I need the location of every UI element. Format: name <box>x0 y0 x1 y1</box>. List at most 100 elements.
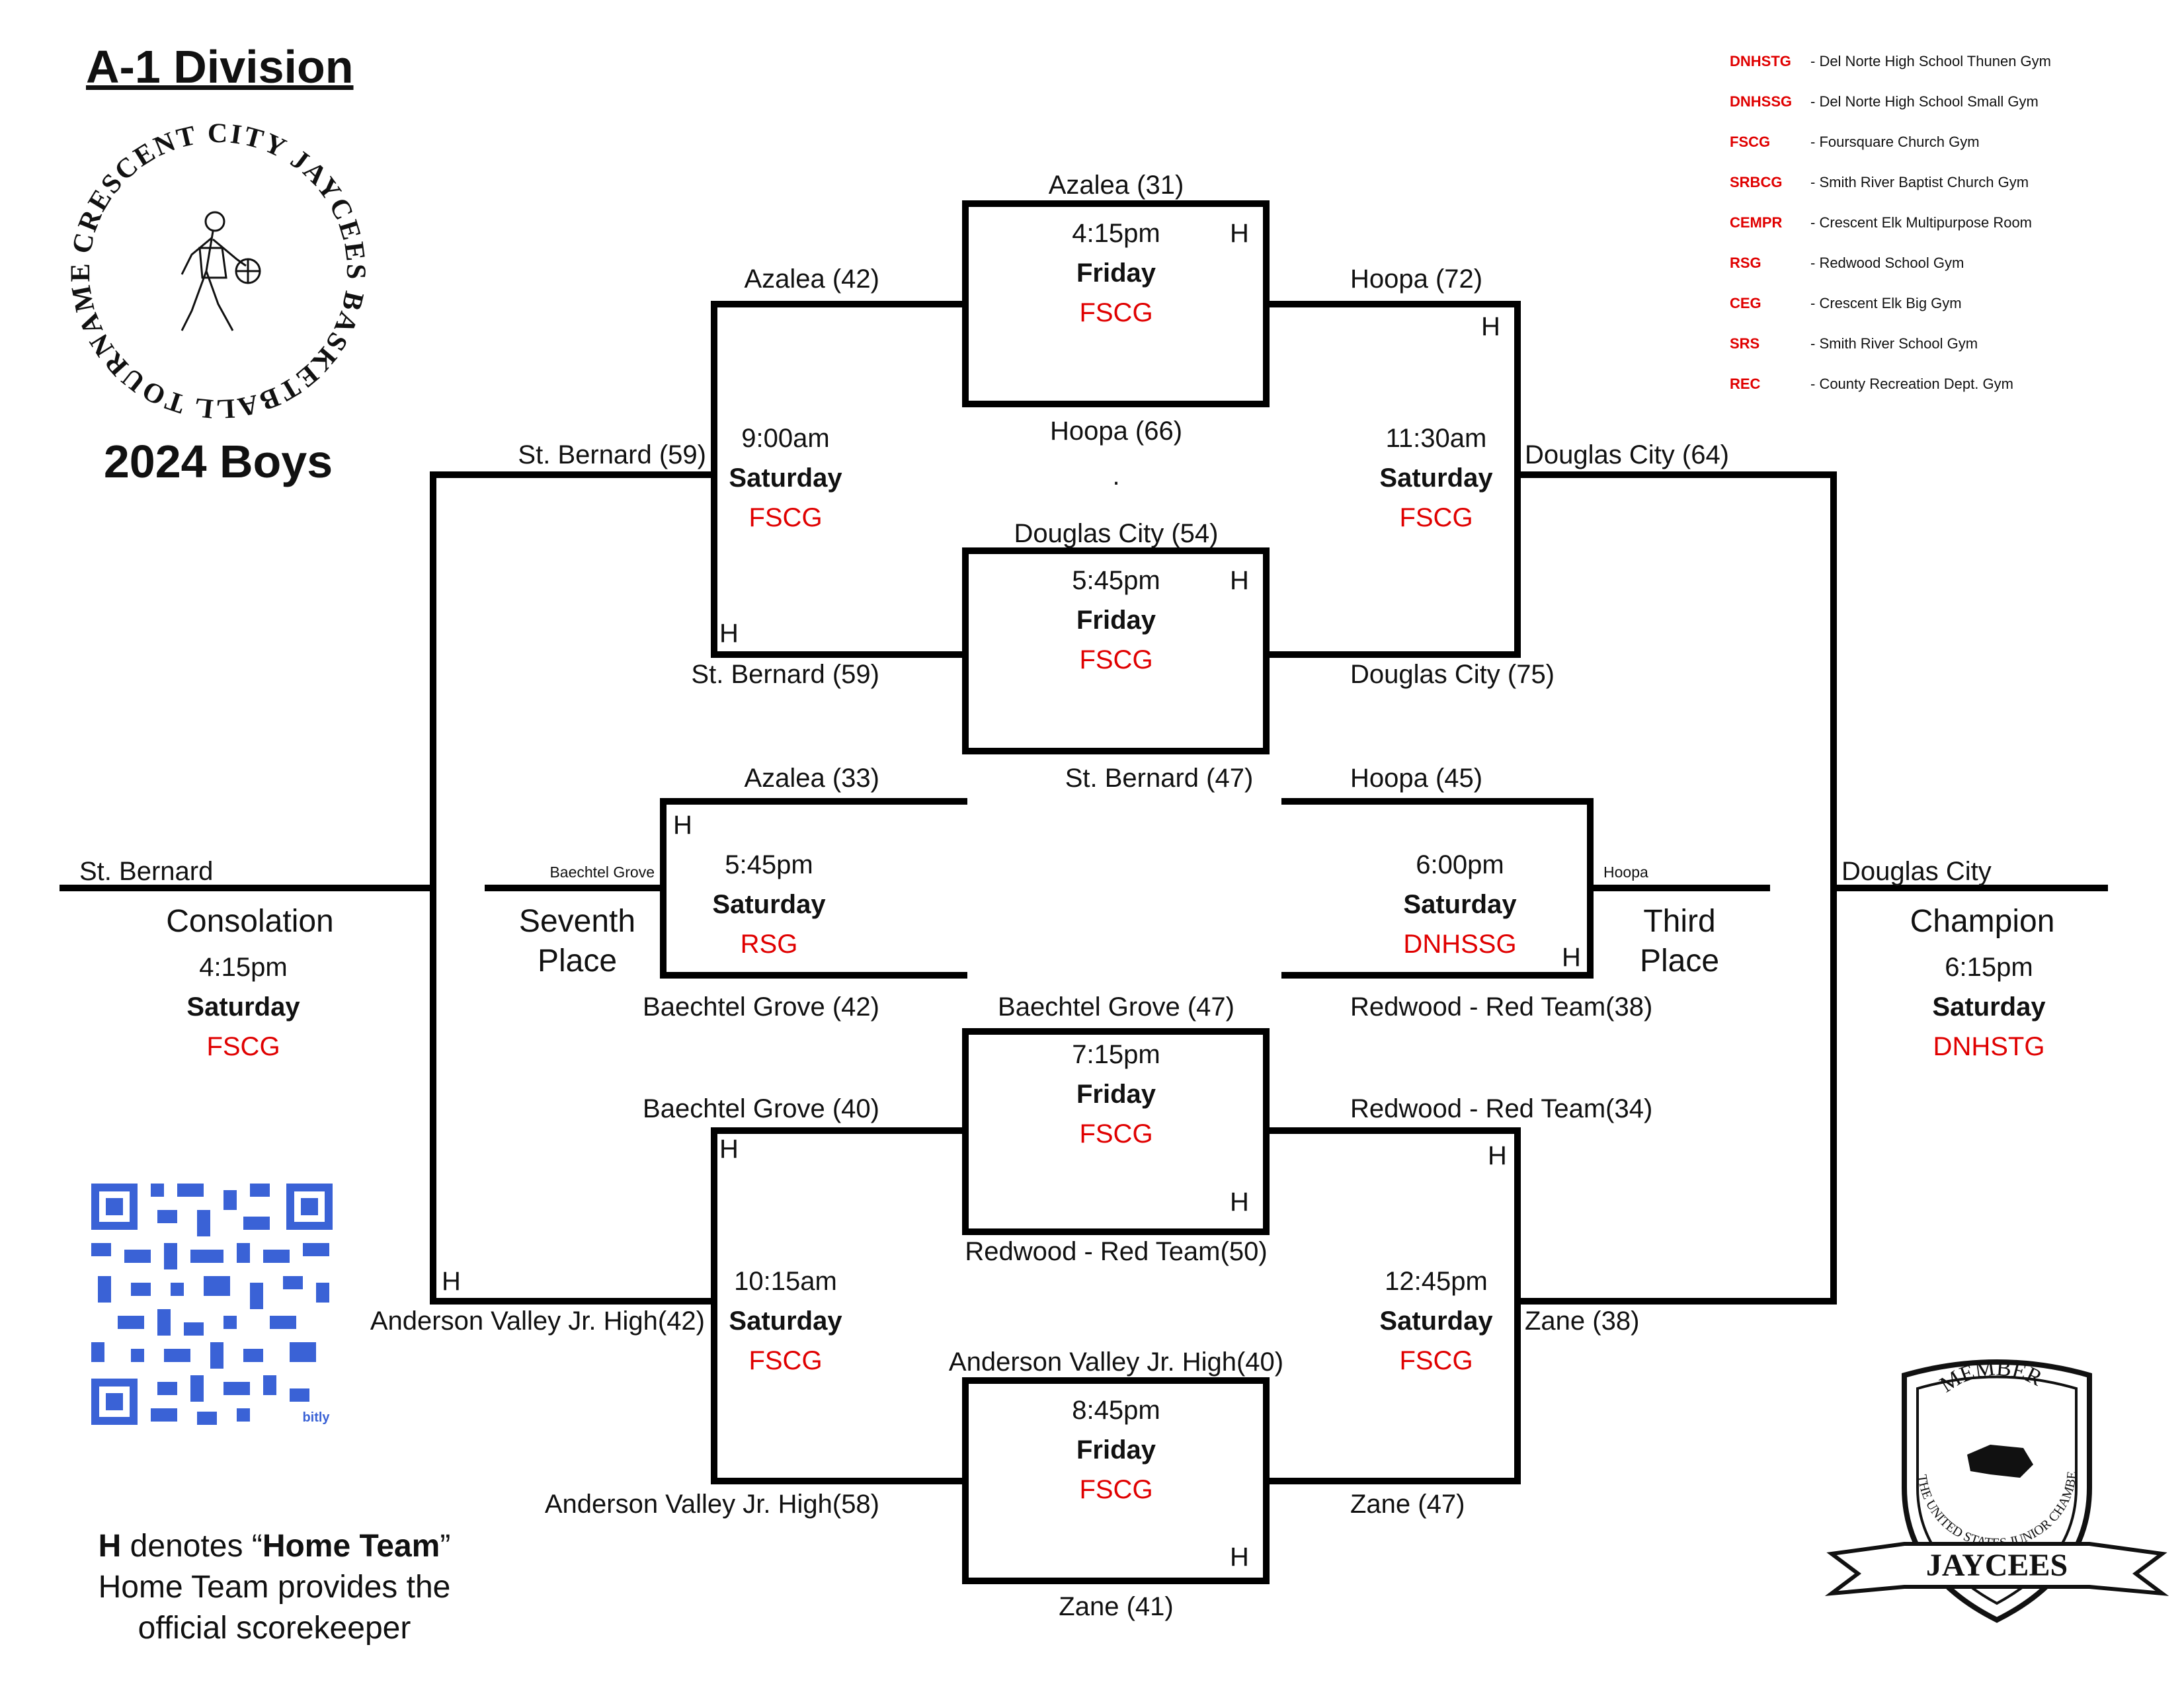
game3-venue: FSCG <box>1079 1119 1153 1148</box>
home-marker: H <box>1230 1187 1249 1217</box>
rw2-top-team: Redwood - Red Team(34) <box>1350 1094 1653 1123</box>
home-team-note: H denotes “Home Team” Home Team provides… <box>99 1526 451 1649</box>
qr-brand-label: bitly <box>302 1410 330 1425</box>
third-venue: DNHSSG <box>1403 930 1517 959</box>
game4-day: Friday <box>1076 1435 1156 1465</box>
rw2-day: Saturday <box>1379 1306 1493 1336</box>
consolation-top-team: St. Bernard (59) <box>518 440 706 469</box>
consolation-day: Saturday <box>186 992 300 1022</box>
lw-day: Saturday <box>729 463 842 493</box>
jaycees-badge-icon: MEMBER THE UNITED STATES JUNIOR CHAMBER … <box>1825 1355 2169 1623</box>
game2-day: Friday <box>1076 606 1156 635</box>
rw2-time: 12:45pm <box>1385 1267 1488 1296</box>
third-label-1: Third <box>1643 904 1716 939</box>
rw2-bottom-team: Zane (47) <box>1350 1490 1465 1519</box>
rw-top-team: Hoopa (72) <box>1350 264 1483 294</box>
bracket-right-upper <box>1263 301 1521 658</box>
game3-time: 7:15pm <box>1072 1040 1160 1069</box>
home-marker: H <box>673 811 692 840</box>
badge-banner-text: JAYCEES <box>1926 1548 2068 1583</box>
lw2-top-team: Baechtel Grove (40) <box>643 1094 879 1123</box>
home-marker: H <box>1230 566 1249 595</box>
game3-day: Friday <box>1076 1080 1156 1109</box>
third-day: Saturday <box>1403 890 1517 919</box>
home-marker: H <box>719 619 739 648</box>
consolation-bottom-team: Anderson Valley Jr. High(42) <box>370 1306 705 1336</box>
game1-time: 4:15pm <box>1072 219 1160 248</box>
seventh-label-1: Seventh <box>518 904 636 939</box>
lw2-venue: FSCG <box>748 1346 823 1375</box>
game3-top-team: Baechtel Grove (47) <box>998 992 1234 1022</box>
page-title: A-1 Division <box>86 41 354 93</box>
third-label-2: Place <box>1639 944 1720 979</box>
home-marker: H <box>1230 1543 1249 1572</box>
champion-bottom-team: Zane (38) <box>1525 1306 1640 1336</box>
consolation-label: Consolation <box>166 904 334 939</box>
champion-top-team: Douglas City (64) <box>1525 440 1730 469</box>
consolation-winner: St. Bernard <box>79 857 214 886</box>
game2-time: 5:45pm <box>1072 566 1160 595</box>
game2-bottom-team: St. Bernard (47) <box>1065 764 1254 793</box>
lw2-time: 10:15am <box>734 1267 837 1296</box>
champion-day: Saturday <box>1932 992 2046 1022</box>
lw-bottom-team: St. Bernard (59) <box>691 660 879 689</box>
home-marker: H <box>1230 219 1249 248</box>
game2-top-team: Douglas City (54) <box>1014 519 1219 548</box>
consolation-venue: FSCG <box>206 1032 280 1061</box>
third-bottom-team: Redwood - Red Team(38) <box>1350 992 1653 1022</box>
lw-time: 9:00am <box>741 424 830 453</box>
bracket-right-lower <box>1263 1127 1521 1484</box>
bracket-left-upper <box>711 301 969 658</box>
lw2-bottom-team: Anderson Valley Jr. High(58) <box>544 1490 879 1519</box>
home-marker: H <box>719 1135 739 1164</box>
champion-winner: Douglas City <box>1841 857 1992 886</box>
lw2-day: Saturday <box>729 1306 842 1336</box>
qr-code[interactable]: bitly <box>91 1184 333 1425</box>
game3-bottom-team: Redwood - Red Team(50) <box>965 1237 1268 1266</box>
lw-venue: FSCG <box>748 503 823 532</box>
logo-circle-text: CRESCENT CITY JAYCEES BASKETBALL TOURNAM… <box>60 112 369 424</box>
seventh-day: Saturday <box>712 890 826 919</box>
seventh-winner: Baechtel Grove <box>549 864 655 881</box>
seventh-label-2: Place <box>537 944 618 979</box>
game-box-2 <box>962 547 1270 754</box>
rw-bottom-team: Douglas City (75) <box>1350 660 1555 689</box>
game2-venue: FSCG <box>1079 645 1153 674</box>
game4-time: 8:45pm <box>1072 1396 1160 1425</box>
seventh-time: 5:45pm <box>725 850 813 879</box>
home-marker: H <box>442 1267 461 1296</box>
third-winner: Hoopa <box>1603 864 1648 881</box>
game1-top-team: Azalea (31) <box>1048 171 1184 200</box>
rw-day: Saturday <box>1379 463 1493 493</box>
champion-venue: DNHSTG <box>1933 1032 2045 1061</box>
tournament-logo: CRESCENT CITY JAYCEES BASKETBALL TOURNAM… <box>60 112 371 424</box>
game4-venue: FSCG <box>1079 1475 1153 1504</box>
champion-label: Champion <box>1910 904 2055 939</box>
game4-bottom-team: Zane (41) <box>1059 1592 1174 1621</box>
rw-venue: FSCG <box>1399 503 1473 532</box>
seventh-bottom-team: Baechtel Grove (42) <box>643 992 879 1022</box>
home-marker: H <box>1481 312 1500 341</box>
third-time: 6:00pm <box>1416 850 1504 879</box>
game4-top-team: Anderson Valley Jr. High(40) <box>948 1347 1284 1377</box>
lw-top-team: Azalea (42) <box>744 264 879 294</box>
basketball-player-icon <box>181 211 261 331</box>
svg-text:CRESCENT CITY JAYCEES BASKETBA: CRESCENT CITY JAYCEES BASKETBALL TOURNAM… <box>60 112 371 424</box>
home-marker: H <box>1562 943 1581 972</box>
seventh-venue: RSG <box>740 930 798 959</box>
rw-time: 11:30am <box>1385 424 1487 453</box>
game1-venue: FSCG <box>1079 298 1153 327</box>
home-team-note-line-3: official scorekeeper <box>138 1611 411 1646</box>
home-marker: H <box>1488 1141 1507 1170</box>
consolation-time: 4:15pm <box>199 953 288 982</box>
seventh-top-team: Azalea (33) <box>744 764 879 793</box>
game1-bottom-team: Hoopa (66) <box>1049 417 1183 446</box>
game1-day: Friday <box>1076 259 1156 288</box>
separator-dot: . <box>1112 462 1120 491</box>
bracket-seventh <box>660 798 967 979</box>
page-subtitle: 2024 Boys <box>103 436 333 487</box>
bracket-left-lower <box>711 1127 969 1484</box>
home-team-note-line-1: H denotes “Home Team” <box>98 1529 451 1564</box>
home-team-note-line-2: Home Team provides the <box>98 1570 451 1605</box>
